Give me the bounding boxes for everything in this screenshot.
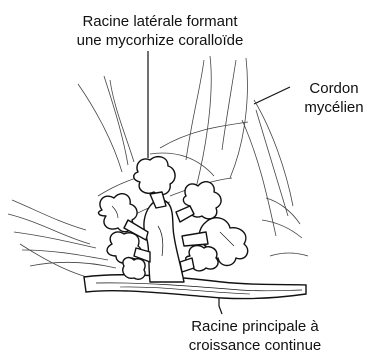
pointer-line-cord	[254, 87, 290, 104]
label-main-root-line2: croissance continue	[150, 336, 360, 355]
label-mycelial-cord-line1: Cordon	[287, 79, 381, 98]
main-root	[84, 275, 306, 299]
label-coralloid-root-line1: Racine latérale formant	[40, 12, 280, 31]
pointer-line-main-root	[219, 297, 222, 314]
label-mycelial-cord: Cordon mycélien	[287, 79, 381, 117]
label-mycelial-cord-line2: mycélien	[287, 98, 381, 117]
label-main-root-line1: Racine principale à	[150, 317, 360, 336]
coralloid-mycorrhiza	[99, 157, 248, 282]
label-main-root: Racine principale à croissance continue	[150, 317, 360, 355]
label-coralloid-root: Racine latérale formant une mycorhize co…	[40, 12, 280, 50]
label-coralloid-root-line2: une mycorhize coralloïde	[40, 31, 280, 50]
